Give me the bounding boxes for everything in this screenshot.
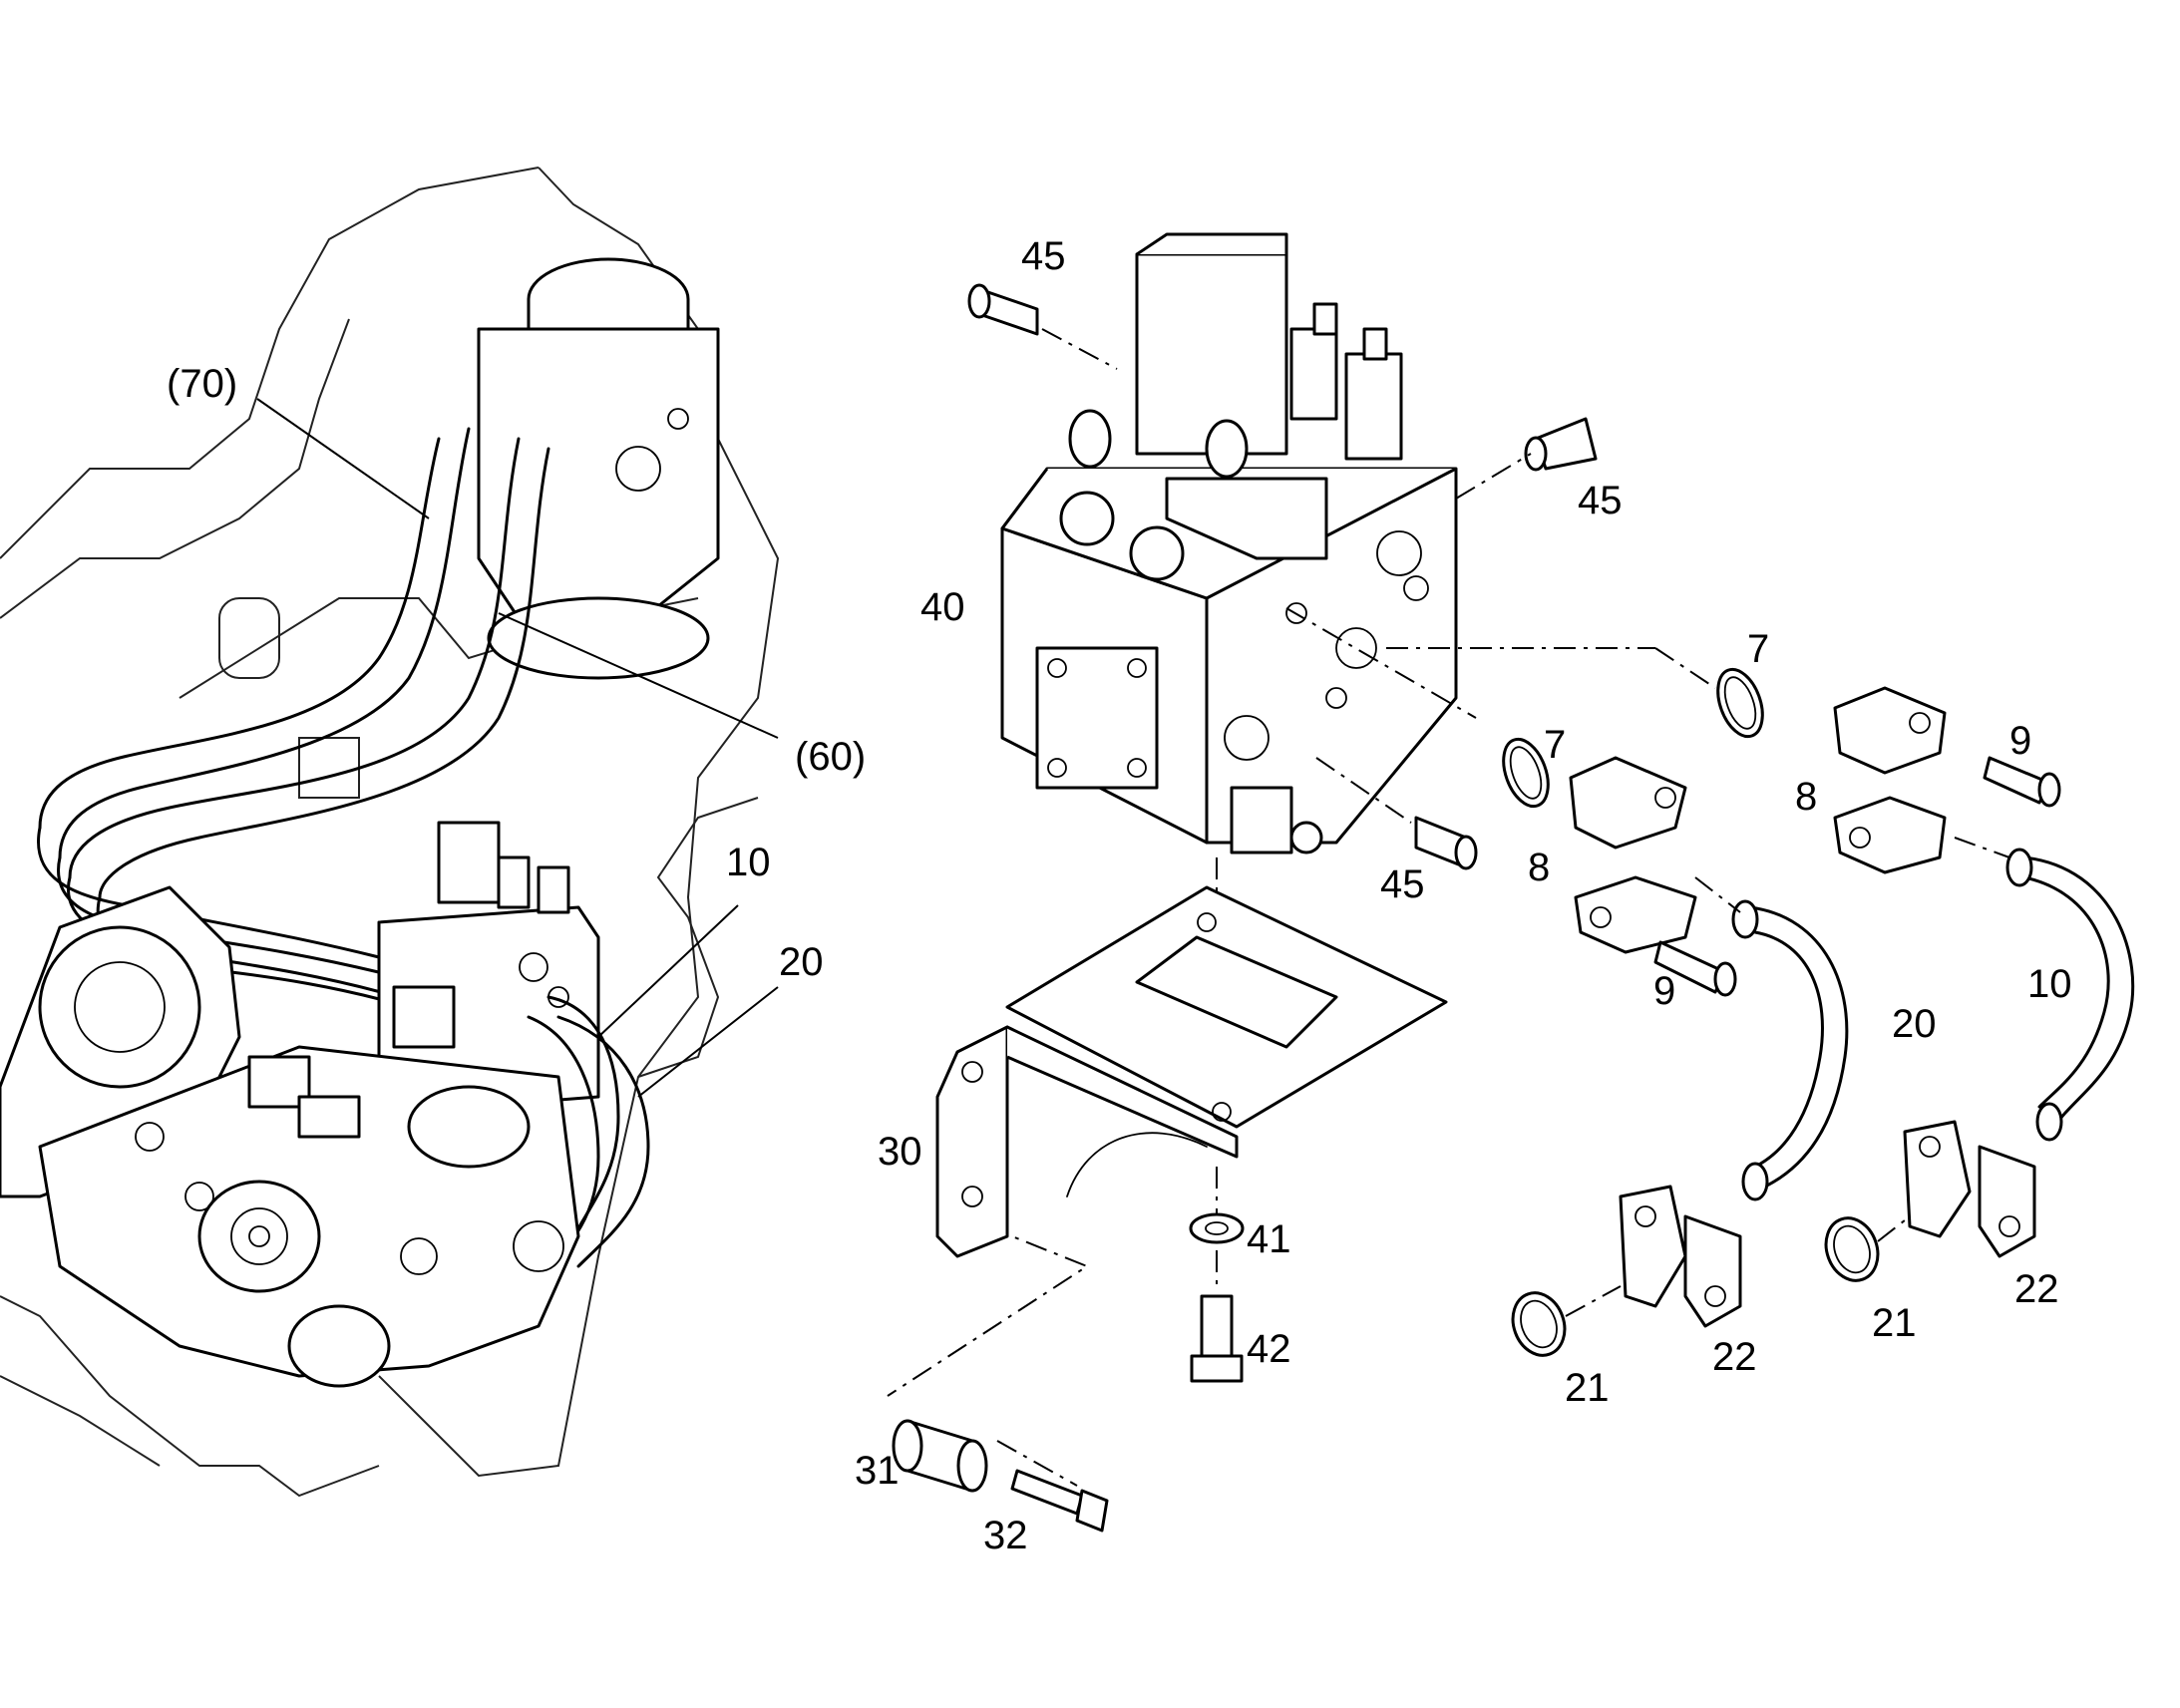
drive-motor-upper xyxy=(477,257,720,680)
callout-8-left: 8 xyxy=(1528,846,1550,889)
hose-10 xyxy=(1954,837,2135,1142)
flange-half-8-b xyxy=(1833,686,1947,874)
washer-41 xyxy=(1189,1212,1245,1244)
callout-41: 41 xyxy=(1247,1217,1291,1261)
callout-42: 42 xyxy=(1247,1327,1291,1371)
callout-21-left: 21 xyxy=(1565,1366,1610,1410)
callout-22-left: 22 xyxy=(1712,1335,1757,1379)
flange-22-a xyxy=(1619,1185,1742,1328)
callout-31: 31 xyxy=(855,1449,900,1493)
valve-block-installed xyxy=(377,821,600,1109)
o-ring-7-b xyxy=(1716,667,1764,739)
callout-labels: (70) (60) 10 20 45 45 45 40 7 7 8 8 9 9 … xyxy=(167,234,2072,1557)
callout-9-right: 9 xyxy=(2009,719,2031,763)
screw-9-b xyxy=(1983,756,2061,808)
callout-10-left: 10 xyxy=(726,841,771,884)
callout-45-bottom: 45 xyxy=(1380,862,1425,906)
hose-20 xyxy=(1694,876,1849,1201)
flange-22-b xyxy=(1903,1120,2036,1258)
callout-40: 40 xyxy=(920,585,965,629)
callout-32: 32 xyxy=(983,1514,1028,1557)
screw-9-a xyxy=(1653,940,1737,997)
fitting-45-top xyxy=(967,283,1118,370)
callout-21-right: 21 xyxy=(1872,1301,1917,1345)
callout-45-top: 45 xyxy=(1021,234,1066,278)
callout-20-right: 20 xyxy=(1892,1002,1937,1046)
o-ring-7-a xyxy=(1502,737,1550,809)
callout-10-right: 10 xyxy=(2027,962,2072,1006)
callout-45-right: 45 xyxy=(1578,479,1623,522)
callout-20-left: 20 xyxy=(779,940,824,984)
bolt-32 xyxy=(1010,1469,1109,1533)
pump-assembly xyxy=(0,885,580,1388)
o-ring-21-b xyxy=(1824,1215,1911,1282)
callout-9-left: 9 xyxy=(1653,969,1675,1013)
callout-ref-60: (60) xyxy=(795,735,866,779)
callout-8-right: 8 xyxy=(1795,775,1817,819)
callout-22-right: 22 xyxy=(2014,1267,2059,1311)
bracket-30 xyxy=(935,885,1448,1258)
callout-30: 30 xyxy=(878,1130,922,1174)
callout-7-left: 7 xyxy=(1544,723,1566,767)
fitting-45-right xyxy=(1455,417,1598,500)
fitting-45-bottom xyxy=(1315,757,1478,870)
o-ring-21-a xyxy=(1511,1285,1622,1357)
callout-7-right: 7 xyxy=(1747,627,1769,671)
valve-block-40 xyxy=(1000,232,1458,854)
callout-ref-70: (70) xyxy=(167,362,237,406)
spacer-31 xyxy=(892,1419,988,1493)
flange-half-8-a xyxy=(1569,756,1697,954)
bolt-42 xyxy=(1190,1294,1244,1383)
